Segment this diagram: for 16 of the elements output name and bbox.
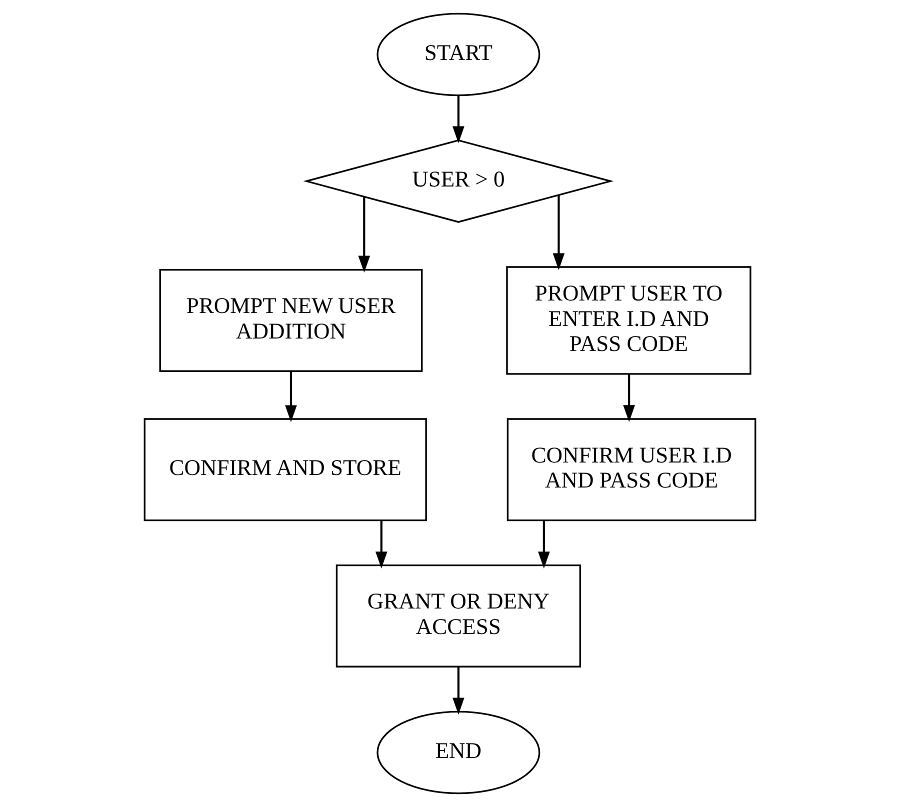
node-box: GRANT OR DENY ACCESS <box>335 564 581 668</box>
arrow <box>538 520 550 568</box>
arrow <box>358 197 370 273</box>
node-box: CONFIRM USER I.D AND PASS CODE <box>506 418 756 522</box>
node-box: PROMPT USER TO ENTER I.D AND PASS CODE <box>506 266 751 375</box>
node-diamond: USER > 0 <box>302 139 614 223</box>
arrow <box>552 196 564 270</box>
node-ellipse: START <box>376 12 540 96</box>
node-box: CONFIRM AND STORE <box>143 418 426 522</box>
arrow <box>284 371 296 422</box>
node-ellipse: END <box>376 710 540 794</box>
arrow <box>374 520 387 568</box>
arrow <box>452 666 464 715</box>
arrow <box>622 374 634 422</box>
node-box: PROMPT NEW USER ADDITION <box>158 268 422 372</box>
arrow <box>452 96 464 144</box>
